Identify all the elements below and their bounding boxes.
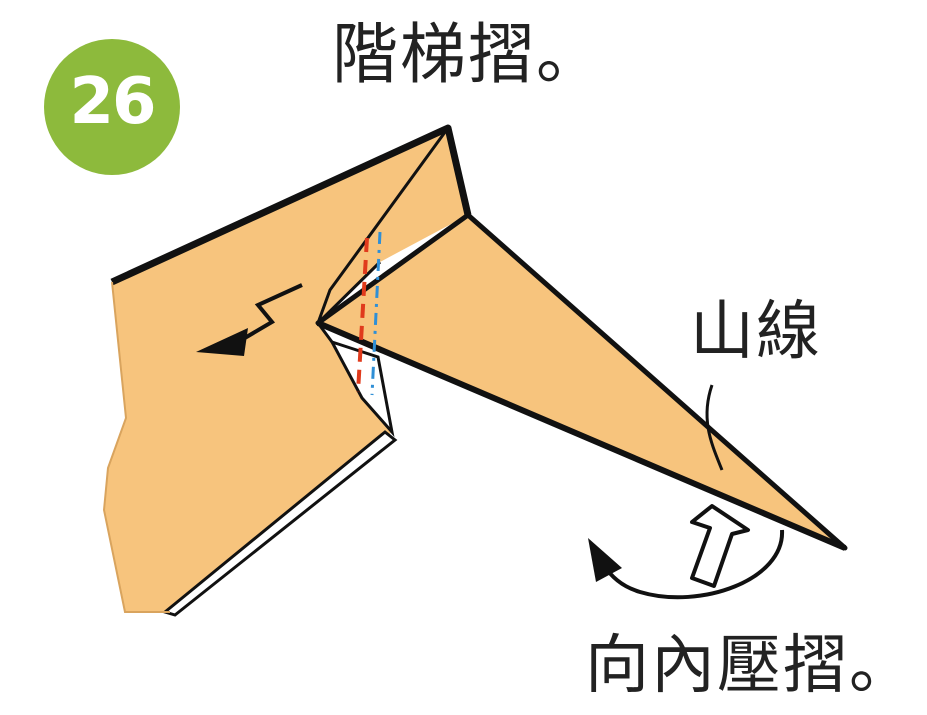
zigzag-arrow-line [236,283,303,344]
paper-left-edge [102,281,170,613]
inside-reverse-fold-label: 向內壓摺。 [585,629,915,703]
paper-underside-strip [161,430,398,617]
step-badge-circle [44,39,180,175]
pleat-layer-line [316,127,450,324]
paper-body [104,128,468,612]
pleat-layer-line-2 [316,320,847,551]
step-number: 26 [69,65,156,139]
mountain-line-label: 山線 [690,295,822,369]
step-fold-label: 階梯摺。 [332,16,604,93]
pleat-inner-edge [316,260,382,343]
inner-fold-flap [328,339,395,438]
mountain-fold-line [370,231,382,396]
mountain-line-pointer [705,384,724,471]
paper-neck-flap [315,212,848,551]
curved-arrow-head-icon [588,538,622,582]
zigzag-arrow-head-icon [196,328,248,356]
curved-arrow-line [602,529,785,600]
valley-fold-line [356,237,369,393]
push-arrow-icon [690,504,750,588]
